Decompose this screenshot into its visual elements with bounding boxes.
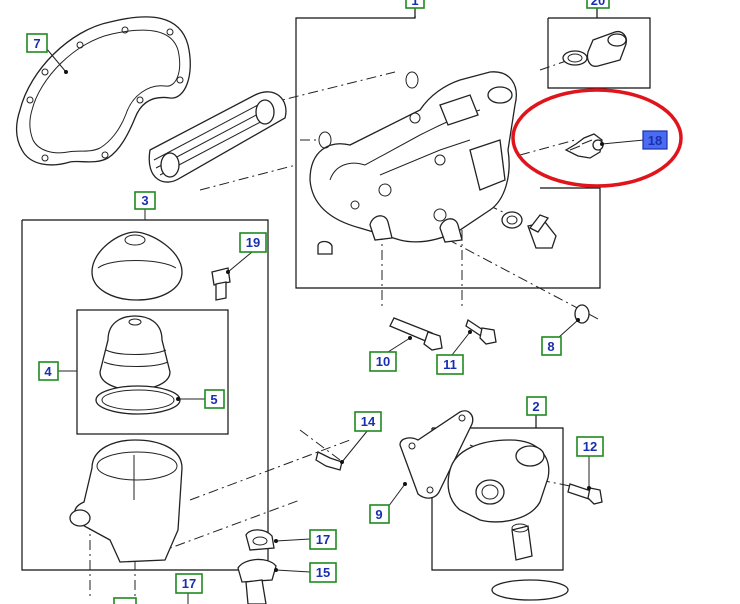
highlight-ring xyxy=(511,88,683,188)
oil-cooler-plates xyxy=(148,91,287,183)
callout-11[interactable]: 11 xyxy=(436,354,464,375)
callout-18-highlighted[interactable]: 18 xyxy=(642,130,668,150)
bolt-part-10 xyxy=(389,317,443,351)
callout-partial-bottom xyxy=(113,597,137,604)
gasket-part-17 xyxy=(245,529,275,551)
callout-5[interactable]: 5 xyxy=(204,389,225,409)
callout-4[interactable]: 4 xyxy=(38,361,59,381)
svg-text:7: 7 xyxy=(33,36,40,51)
filter-cap xyxy=(91,231,183,301)
bolt-part-11 xyxy=(465,318,497,345)
callout-19[interactable]: 19 xyxy=(239,232,267,253)
svg-text:1: 1 xyxy=(411,0,418,8)
adapter-housing-part-2 xyxy=(447,439,550,561)
svg-text:9: 9 xyxy=(375,507,382,522)
svg-text:8: 8 xyxy=(547,339,554,354)
assembly-frame-2 xyxy=(431,427,564,571)
bolt-part-12 xyxy=(567,483,603,505)
callout-1[interactable]: 1 xyxy=(405,0,425,9)
callout-9[interactable]: 9 xyxy=(369,504,390,524)
svg-text:17: 17 xyxy=(316,532,330,547)
callout-3[interactable]: 3 xyxy=(134,191,156,210)
callout-7[interactable]: 7 xyxy=(26,33,48,53)
svg-text:5: 5 xyxy=(210,392,217,407)
filter-element-part-4 xyxy=(99,315,171,391)
svg-text:17: 17 xyxy=(182,576,196,591)
drain-plug xyxy=(501,211,557,249)
callout-10[interactable]: 10 xyxy=(369,351,397,372)
callout-12[interactable]: 12 xyxy=(576,436,604,457)
part-20-detail xyxy=(562,30,628,67)
gasket-part-7 xyxy=(15,16,191,166)
assembly-frame-20 xyxy=(547,17,651,89)
temperature-sensor-part-18 xyxy=(564,133,604,159)
callout-20[interactable]: 20 xyxy=(586,0,610,9)
callout-14[interactable]: 14 xyxy=(354,411,382,432)
assembly-frame-4 xyxy=(76,309,229,435)
svg-text:15: 15 xyxy=(316,565,330,580)
svg-text:10: 10 xyxy=(376,354,390,369)
filter-housing xyxy=(69,439,183,563)
seal-ring-part-5 xyxy=(95,385,181,415)
bolt-part-14 xyxy=(315,451,343,471)
mounting-plate-part-9 xyxy=(399,410,474,499)
svg-text:3: 3 xyxy=(141,193,148,208)
callout-8[interactable]: 8 xyxy=(541,336,562,356)
housing-part-1 xyxy=(309,71,517,255)
callout-17-top[interactable]: 17 xyxy=(309,529,337,550)
svg-text:14: 14 xyxy=(361,414,376,429)
svg-text:19: 19 xyxy=(246,235,260,250)
bottom-fitting xyxy=(491,579,569,601)
callout-2[interactable]: 2 xyxy=(526,396,547,416)
svg-text:4: 4 xyxy=(44,364,52,379)
svg-text:18: 18 xyxy=(648,133,662,148)
svg-text:11: 11 xyxy=(443,357,457,372)
svg-text:2: 2 xyxy=(532,399,539,414)
callout-17-bottom[interactable]: 17 xyxy=(175,573,203,594)
fitting-part-15 xyxy=(237,558,277,604)
svg-text:12: 12 xyxy=(583,439,597,454)
callout-15[interactable]: 15 xyxy=(309,562,337,583)
svg-text:20: 20 xyxy=(591,0,605,8)
bolt-part-19 xyxy=(211,267,231,301)
